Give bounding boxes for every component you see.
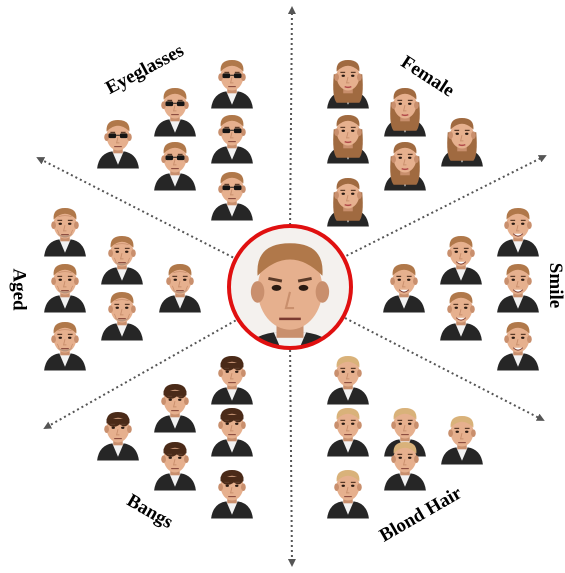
face-female-1 [327, 60, 369, 108]
face-eyeglasses-4 [97, 120, 139, 168]
face-eyeglasses-2 [154, 88, 196, 136]
axis-vertical-down [290, 340, 292, 565]
face-aged-5 [101, 292, 143, 340]
face-eyeglasses-1 [211, 60, 253, 108]
face-bangs-5 [154, 442, 196, 490]
face-aged-4 [159, 264, 201, 312]
label-aged: Aged [10, 268, 29, 310]
face-smile-3 [497, 264, 539, 312]
axis-vertical-up [290, 8, 292, 235]
face-bangs-6 [211, 470, 253, 518]
face-bangs-1 [211, 356, 253, 404]
face-smile-6 [497, 322, 539, 370]
face-smile-1 [497, 208, 539, 256]
face-female-3 [327, 115, 369, 163]
face-smile-5 [440, 292, 482, 340]
face-female-6 [327, 178, 369, 226]
face-eyeglasses-6 [211, 172, 253, 220]
center-face [230, 227, 350, 381]
face-female-5 [384, 142, 426, 190]
face-smile-4 [383, 264, 425, 312]
face-female-2 [384, 88, 426, 136]
face-blond-2 [327, 408, 369, 456]
face-blond-1 [327, 356, 369, 404]
face-female-4 [441, 118, 483, 166]
face-blond-6 [327, 470, 369, 518]
face-bangs-3 [211, 408, 253, 456]
face-aged-6 [44, 322, 86, 370]
face-eyeglasses-3 [211, 115, 253, 163]
face-aged-2 [101, 236, 143, 284]
face-bangs-2 [154, 384, 196, 432]
face-aged-1 [44, 208, 86, 256]
face-blond-4 [441, 416, 483, 464]
face-eyeglasses-5 [154, 142, 196, 190]
face-bangs-4 [97, 412, 139, 460]
face-smile-2 [440, 236, 482, 284]
label-smile: Smile [546, 263, 565, 308]
face-aged-3 [44, 264, 86, 312]
